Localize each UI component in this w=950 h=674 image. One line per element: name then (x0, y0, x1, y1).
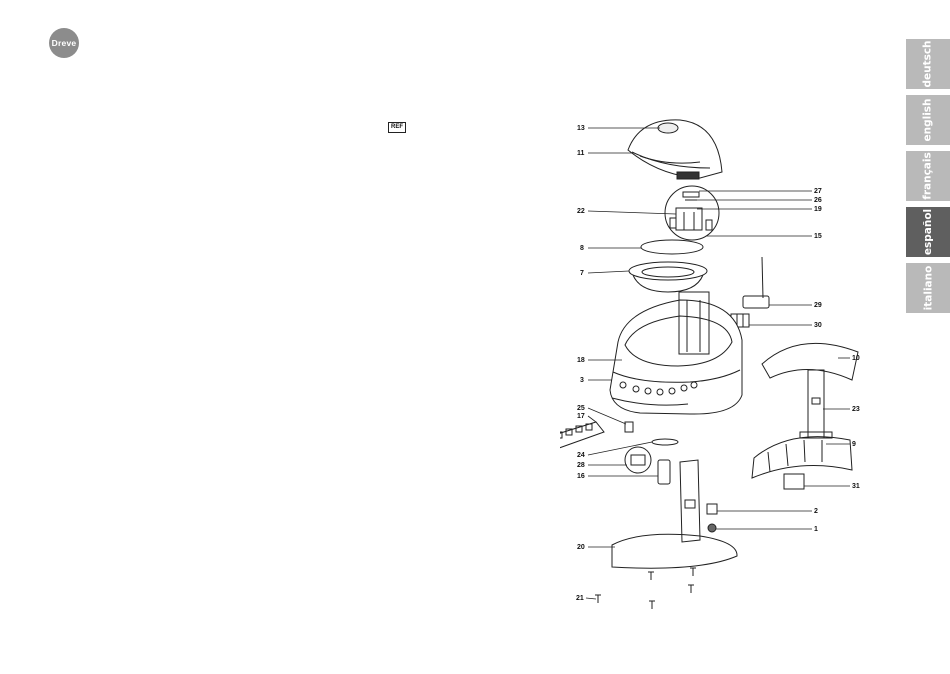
tab-espanol[interactable]: español (906, 207, 950, 257)
square-31 (784, 474, 804, 489)
tab-francais[interactable]: français (906, 151, 950, 201)
dreve-logo: Dreve (49, 28, 79, 58)
ref-symbol: REF (388, 122, 406, 133)
part-label-11: 11 (577, 150, 585, 157)
part-label-8: 8 (580, 245, 584, 252)
detail-circle-28 (625, 447, 651, 473)
part-label-18: 18 (577, 357, 585, 364)
lid-dome (628, 120, 722, 179)
plate-8 (641, 240, 703, 254)
part-label-10: 10 (852, 355, 860, 362)
tab-label: español (922, 209, 934, 255)
part-label-29: 29 (814, 302, 822, 309)
part-label-27: 27 (814, 188, 822, 195)
part-label-21: 21 (576, 595, 584, 602)
part-label-2: 2 (814, 508, 818, 515)
exploded-parts-diagram: 13 11 27 26 19 22 15 8 7 29 30 10 18 3 2… (560, 110, 860, 615)
main-body (610, 292, 742, 414)
rod-29 (743, 257, 769, 308)
detail-circle (665, 186, 719, 240)
part-label-28: 28 (577, 462, 585, 469)
screws (595, 568, 696, 609)
block-2 (707, 504, 717, 514)
part-label-22: 22 (577, 208, 585, 215)
cylinder-16 (658, 460, 670, 484)
tab-english[interactable]: english (906, 95, 950, 145)
bracket-23 (800, 370, 832, 438)
part-25 (625, 422, 633, 432)
arc-panel-10 (762, 343, 858, 380)
part-label-26: 26 (814, 197, 822, 204)
tab-deutsch[interactable]: deutsch (906, 39, 950, 89)
part-label-1: 1 (814, 526, 818, 533)
disc-24 (652, 439, 678, 445)
part-label-3: 3 (580, 377, 584, 384)
vertical-plate (680, 460, 700, 542)
tab-italiano[interactable]: italiano (906, 263, 950, 313)
part-label-24: 24 (577, 452, 585, 459)
part-label-19: 19 (814, 206, 822, 213)
tab-label: deutsch (922, 40, 934, 87)
part-label-25: 25 (577, 405, 585, 412)
part-label-7: 7 (580, 270, 584, 277)
part-label-30: 30 (814, 322, 822, 329)
tab-label: english (922, 98, 934, 141)
knob-1 (708, 524, 716, 532)
tab-label: italiano (922, 266, 934, 311)
part-label-13: 13 (577, 125, 585, 132)
circuit-board-17 (560, 422, 604, 452)
shield-9 (752, 437, 852, 478)
part-label-9: 9 (852, 441, 856, 448)
part-label-15: 15 (814, 233, 822, 240)
part-label-17: 17 (577, 413, 585, 420)
base-plate-20 (612, 534, 737, 568)
part-label-20: 20 (577, 544, 585, 551)
part-label-16: 16 (577, 473, 585, 480)
part-label-23: 23 (852, 406, 860, 413)
bowl-7 (629, 262, 707, 292)
tab-label: français (922, 152, 934, 199)
part-label-31: 31 (852, 483, 860, 490)
